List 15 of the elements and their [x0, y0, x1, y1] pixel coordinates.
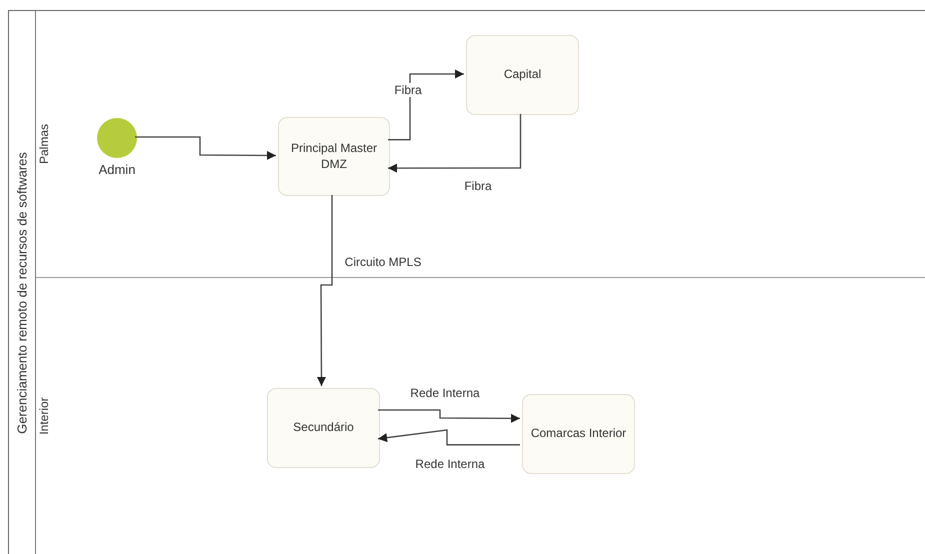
edge-label: Fibra [392, 83, 424, 97]
process-box: Secundário [267, 388, 380, 468]
edge-label: Circuito MPLS [342, 255, 424, 269]
process-box: Capital [466, 35, 579, 115]
edge-label: Rede Interna [413, 457, 487, 471]
edge-label: Fibra [462, 179, 494, 193]
pool [8, 10, 925, 554]
event-label: Admin [98, 162, 136, 177]
edge-label: Rede Interna [408, 386, 482, 400]
lane-title: Interior [37, 397, 51, 435]
pool-title: Gerenciamento remoto de recursos de softwares [14, 152, 30, 434]
process-box: Comarcas Interior [522, 394, 635, 474]
process-box: Principal Master DMZ [278, 117, 390, 196]
swimlane [35, 277, 925, 554]
lane-title: Palmas [37, 124, 51, 164]
